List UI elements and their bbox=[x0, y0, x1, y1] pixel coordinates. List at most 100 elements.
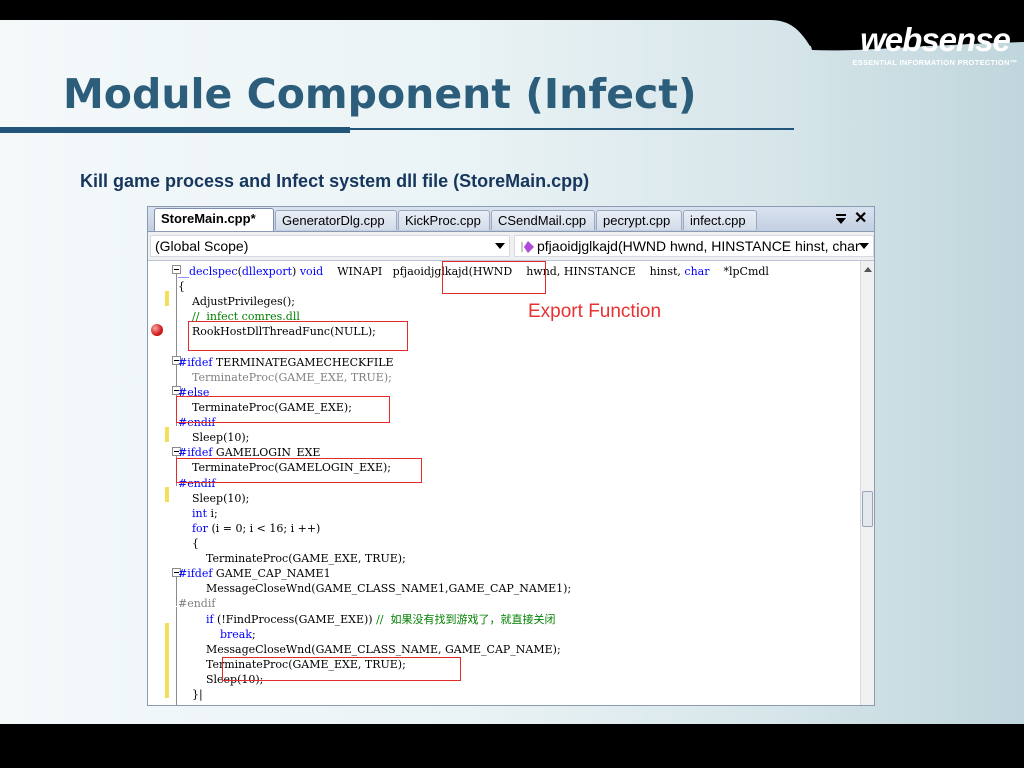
code-line[interactable]: TerminateProc(GAME_EXE); bbox=[178, 400, 868, 415]
code-line[interactable]: #ifdef TERMINATEGAMECHECKFILE bbox=[178, 355, 868, 370]
change-marker bbox=[165, 427, 169, 442]
code-line[interactable]: RookHostDllThreadFunc(NULL); bbox=[178, 324, 868, 339]
logo-wordmark: websense bbox=[860, 21, 1011, 58]
highlight-box-hook-thread bbox=[188, 321, 408, 351]
code-token: #ifdef bbox=[178, 355, 213, 369]
code-line[interactable]: Sleep(10); bbox=[178, 430, 868, 445]
code-token: { bbox=[178, 280, 185, 294]
scroll-up-icon[interactable] bbox=[864, 267, 872, 272]
code-line[interactable]: #endif bbox=[178, 596, 868, 611]
code-token: GAME_CAP_NAME1 bbox=[212, 567, 331, 581]
code-line[interactable]: Sleep(10); bbox=[178, 491, 868, 506]
title-underline-thick bbox=[0, 127, 350, 133]
member-dropdown-value: pfjaoidjglkajd(HWND hwnd, HINSTANCE hins… bbox=[537, 238, 860, 254]
code-line[interactable]: if (!FindProcess(GAME_EXE)) // 如果没有找到游戏了… bbox=[178, 612, 868, 627]
logo-tagline: ESSENTIAL INFORMATION PROTECTION™ bbox=[852, 58, 1018, 67]
code-token: break bbox=[178, 627, 252, 641]
slide-subtitle: Kill game process and Infect system dll … bbox=[80, 171, 590, 191]
code-token: TerminateProc(GAME_EXE, TRUE); bbox=[178, 370, 392, 384]
tab-csendmail[interactable]: CSendMail.cpp bbox=[491, 210, 595, 230]
code-token: { bbox=[178, 536, 199, 550]
code-token: __declspec bbox=[178, 265, 238, 278]
code-token: TerminateProc(GAME_EXE, TRUE); bbox=[178, 657, 406, 671]
code-text[interactable]: __declspec(dllexport) void WINAPI pfjaoi… bbox=[178, 264, 868, 702]
export-function-annotation: Export Function bbox=[528, 301, 662, 322]
code-token: RookHostDllThreadFunc(NULL); bbox=[178, 325, 376, 339]
chevron-down-icon bbox=[495, 243, 505, 249]
code-token: Sleep(10); bbox=[178, 431, 250, 445]
code-line[interactable]: Sleep(10); bbox=[178, 672, 868, 687]
code-line[interactable]: for (i = 0; i < 16; i ++) bbox=[178, 521, 868, 536]
highlight-box-terminate-login bbox=[176, 458, 422, 483]
code-token: Sleep(10); bbox=[178, 672, 264, 686]
code-line[interactable]: // infect comres.dll bbox=[178, 309, 868, 324]
code-line[interactable]: MessageCloseWnd(GAME_CLASS_NAME, GAME_CA… bbox=[178, 642, 868, 657]
code-token: i; bbox=[207, 506, 218, 520]
vertical-scrollbar[interactable] bbox=[860, 261, 874, 705]
code-line[interactable]: __declspec(dllexport) void WINAPI pfjaoi… bbox=[178, 264, 868, 279]
code-token: }| bbox=[178, 688, 203, 702]
code-line[interactable]: }| bbox=[178, 687, 868, 702]
scope-dropdown-value: (Global Scope) bbox=[155, 238, 249, 254]
code-line[interactable]: { bbox=[178, 536, 868, 551]
code-line[interactable]: #ifdef GAME_CAP_NAME1 bbox=[178, 566, 868, 581]
code-token: ) bbox=[292, 265, 300, 278]
code-line[interactable]: break; bbox=[178, 627, 868, 642]
navigation-bar: (Global Scope) pfjaoidjglkajd(HWND hwnd,… bbox=[148, 232, 874, 261]
top-black-band bbox=[0, 0, 1024, 20]
tab-storemain[interactable]: StoreMain.cpp* bbox=[154, 208, 274, 231]
code-token: (i = 0; i < 16; i ++) bbox=[207, 521, 321, 535]
websense-logo: websense ESSENTIAL INFORMATION PROTECTIO… bbox=[846, 20, 1024, 70]
breakpoint-icon[interactable] bbox=[151, 324, 163, 336]
code-line[interactable]: #else bbox=[178, 385, 868, 400]
code-token: TERMINATEGAMECHECKFILE bbox=[212, 355, 394, 369]
change-marker bbox=[165, 291, 169, 306]
breakpoint-gutter[interactable] bbox=[148, 261, 164, 705]
code-line[interactable]: #ifdef GAMELOGIN_EXE bbox=[178, 445, 868, 460]
code-token: Sleep(10); bbox=[178, 491, 250, 505]
code-line[interactable]: MessageCloseWnd(GAME_CLASS_NAME1,GAME_CA… bbox=[178, 581, 868, 596]
code-token: #ifdef bbox=[178, 567, 213, 581]
change-marker bbox=[165, 623, 169, 698]
tab-kickproc[interactable]: KickProc.cpp bbox=[398, 210, 490, 230]
code-token: TerminateProc(GAME_EXE, TRUE); bbox=[178, 552, 406, 566]
code-area[interactable]: __declspec(dllexport) void WINAPI pfjaoi… bbox=[148, 261, 860, 705]
code-line[interactable]: { bbox=[178, 279, 868, 294]
code-token: for bbox=[178, 521, 208, 535]
chevron-down-icon bbox=[859, 243, 869, 249]
code-line[interactable]: TerminateProc(GAME_EXE, TRUE); bbox=[178, 551, 868, 566]
close-tab-icon[interactable]: ✕ bbox=[854, 210, 868, 227]
code-line[interactable]: #endif bbox=[178, 476, 868, 491]
code-line[interactable]: TerminateProc(GAMELOGIN_EXE); bbox=[178, 460, 868, 475]
bottom-black-band bbox=[0, 724, 1024, 768]
tab-list-dropdown-icon[interactable] bbox=[834, 211, 848, 227]
change-marker bbox=[165, 487, 169, 502]
function-icon bbox=[521, 241, 534, 253]
code-token: #endif bbox=[178, 597, 216, 611]
code-line[interactable]: int i; bbox=[178, 506, 868, 521]
scope-dropdown[interactable]: (Global Scope) bbox=[150, 235, 510, 257]
member-dropdown[interactable]: pfjaoidjglkajd(HWND hwnd, HINSTANCE hins… bbox=[514, 235, 874, 257]
slide-title: Module Component (Infect) bbox=[63, 70, 697, 118]
code-token: (!FindProcess(GAME_EXE)) bbox=[213, 612, 377, 626]
code-token: WINAPI pfjaoidjglkajd(HWND hwnd, HINSTAN… bbox=[323, 265, 685, 278]
tab-pecrypt[interactable]: pecrypt.cpp bbox=[596, 210, 682, 230]
code-editor-window: StoreMain.cpp* GeneratorDlg.cpp KickProc… bbox=[147, 206, 875, 706]
code-line[interactable]: TerminateProc(GAME_EXE, TRUE); bbox=[178, 657, 868, 672]
code-line[interactable]: TerminateProc(GAME_EXE, TRUE); bbox=[178, 370, 868, 385]
code-token: #endif bbox=[178, 476, 216, 490]
code-token: #ifdef bbox=[178, 446, 213, 460]
code-token: if bbox=[178, 612, 214, 626]
code-token: char bbox=[684, 265, 710, 278]
tab-generatordlg[interactable]: GeneratorDlg.cpp bbox=[275, 210, 397, 230]
code-token: MessageCloseWnd(GAME_CLASS_NAME, GAME_CA… bbox=[178, 642, 561, 656]
scrollbar-thumb[interactable] bbox=[862, 491, 873, 527]
document-tab-bar: StoreMain.cpp* GeneratorDlg.cpp KickProc… bbox=[148, 207, 874, 232]
highlight-box-terminate-loop bbox=[222, 657, 461, 681]
code-token: // infect comres.dll bbox=[178, 310, 300, 324]
code-token: MessageCloseWnd(GAME_CLASS_NAME1,GAME_CA… bbox=[178, 582, 572, 596]
code-line[interactable]: AdjustPrivileges(); bbox=[178, 294, 868, 309]
code-token: TerminateProc(GAMELOGIN_EXE); bbox=[178, 461, 391, 475]
code-token: void bbox=[299, 265, 324, 278]
tab-infect[interactable]: infect.cpp bbox=[683, 210, 757, 230]
